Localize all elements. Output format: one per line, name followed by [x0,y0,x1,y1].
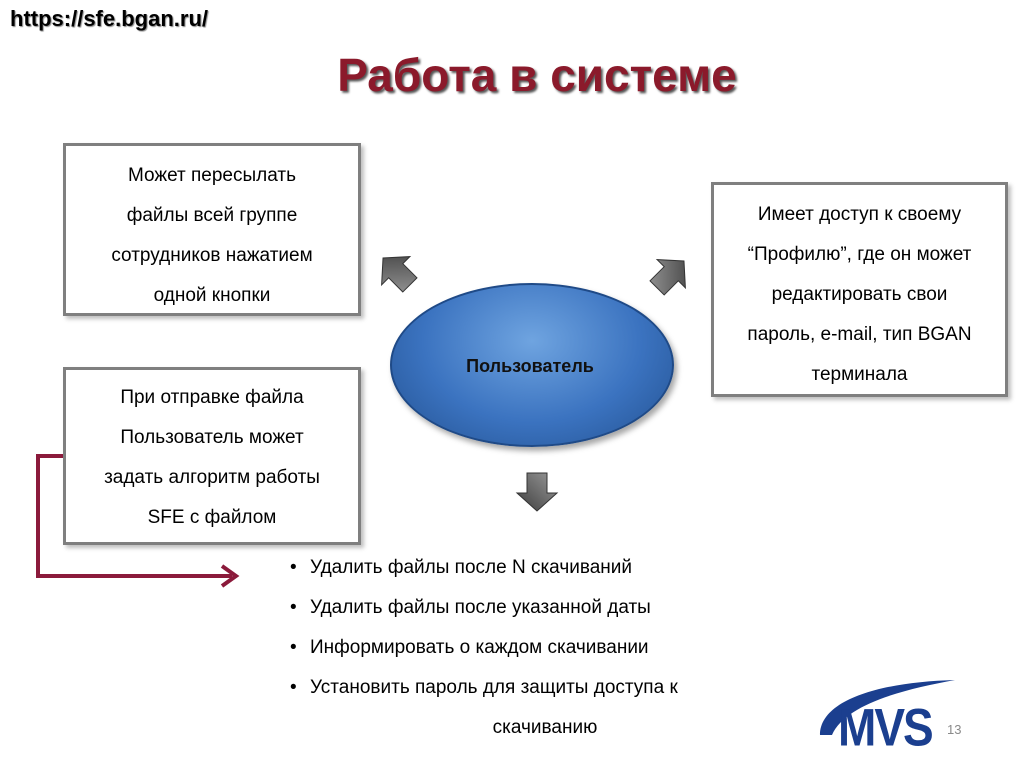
list-item: •Установить пароль для защиты доступа к … [290,668,770,748]
connector-line [36,454,232,578]
arrow-up-left-icon [381,256,418,293]
box-line: сотрудников нажатием [111,245,313,266]
connector-arrowhead-icon [220,564,240,588]
box-line: терминала [811,364,908,385]
info-box-group-send: Может пересылать файлы всей группе сотру… [63,143,361,316]
box-line: одной кнопки [153,285,271,306]
slide-title: Работа в системе [337,49,737,101]
arrow-up-right-icon [649,259,686,296]
box-line: файлы всей группе [126,205,298,226]
box-line: При отправке файла [120,387,304,408]
info-box-algorithm: При отправке файла Пользователь может за… [63,367,361,545]
user-label: Пользователь [466,356,594,376]
box-line: редактировать свои [771,284,948,305]
box-line: SFE с файлом [147,507,277,528]
box-line: Может пересылать [127,165,296,186]
list-item: •Информировать о каждом скачивании [290,637,649,658]
box-line: пароль, e-mail, тип BGAN [747,324,972,345]
mvs-logo: MVS [838,697,934,757]
logo-swoosh [820,680,955,735]
arrow-down-icon [515,472,559,512]
box-line: задать алгоритм работы [104,467,320,488]
box-line: Пользователь может [120,427,304,448]
user-ellipse [390,283,674,447]
list-item: •Удалить файлы после указанной даты [290,597,651,618]
bullet-list: •Удалить файлы после N скачиваний •Удали… [290,548,770,748]
bullet-continuation: скачиванию [492,717,598,738]
box-line: Имеет доступ к своему [757,204,962,225]
info-box-profile: Имеет доступ к своему “Профилю”, где он … [711,182,1008,397]
page-number: 13 [947,722,962,737]
list-item: •Удалить файлы после N скачиваний [290,557,632,578]
slide-url: https://sfe.bgan.ru/ [10,6,208,31]
box-line: “Профилю”, где он может [747,244,972,265]
